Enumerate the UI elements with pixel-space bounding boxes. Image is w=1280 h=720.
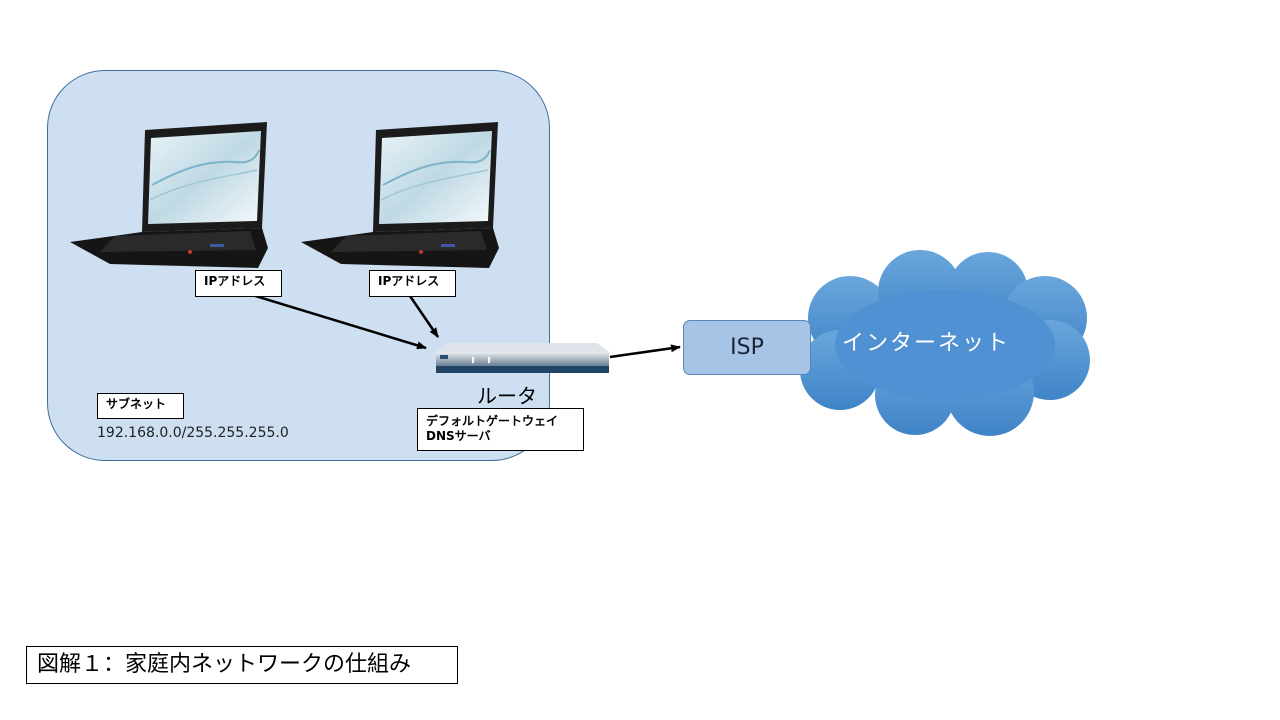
isp-box: ISP	[683, 320, 811, 375]
ip-address-label-pc1: IPアドレス	[195, 270, 282, 297]
ip-address-label-pc2: IPアドレス	[369, 270, 456, 297]
internet-label: インターネット	[842, 331, 1011, 356]
router-role-dns: DNSサーバ	[426, 429, 491, 443]
figure-caption: 図解１：家庭内ネットワークの仕組み	[26, 646, 458, 684]
cloud-icon	[800, 250, 1090, 436]
isp-label: ISP	[730, 335, 764, 360]
subnet-address: 192.168.0.0/255.255.255.0	[97, 425, 289, 441]
subnet-label: サブネット	[97, 393, 184, 419]
router-role-box: デフォルトゲートウェイ DNSサーバ	[417, 408, 584, 451]
router-icon	[436, 343, 609, 373]
router-label: ルータ	[477, 384, 537, 408]
arrow-pc2-to-router	[408, 295, 440, 338]
arrow-router-to-isp	[609, 344, 681, 359]
router-role-gateway: デフォルトゲートウェイ	[426, 414, 559, 428]
arrow-pc1-to-router	[251, 293, 427, 350]
laptop-icon	[301, 122, 499, 268]
laptop-icon	[70, 122, 268, 268]
